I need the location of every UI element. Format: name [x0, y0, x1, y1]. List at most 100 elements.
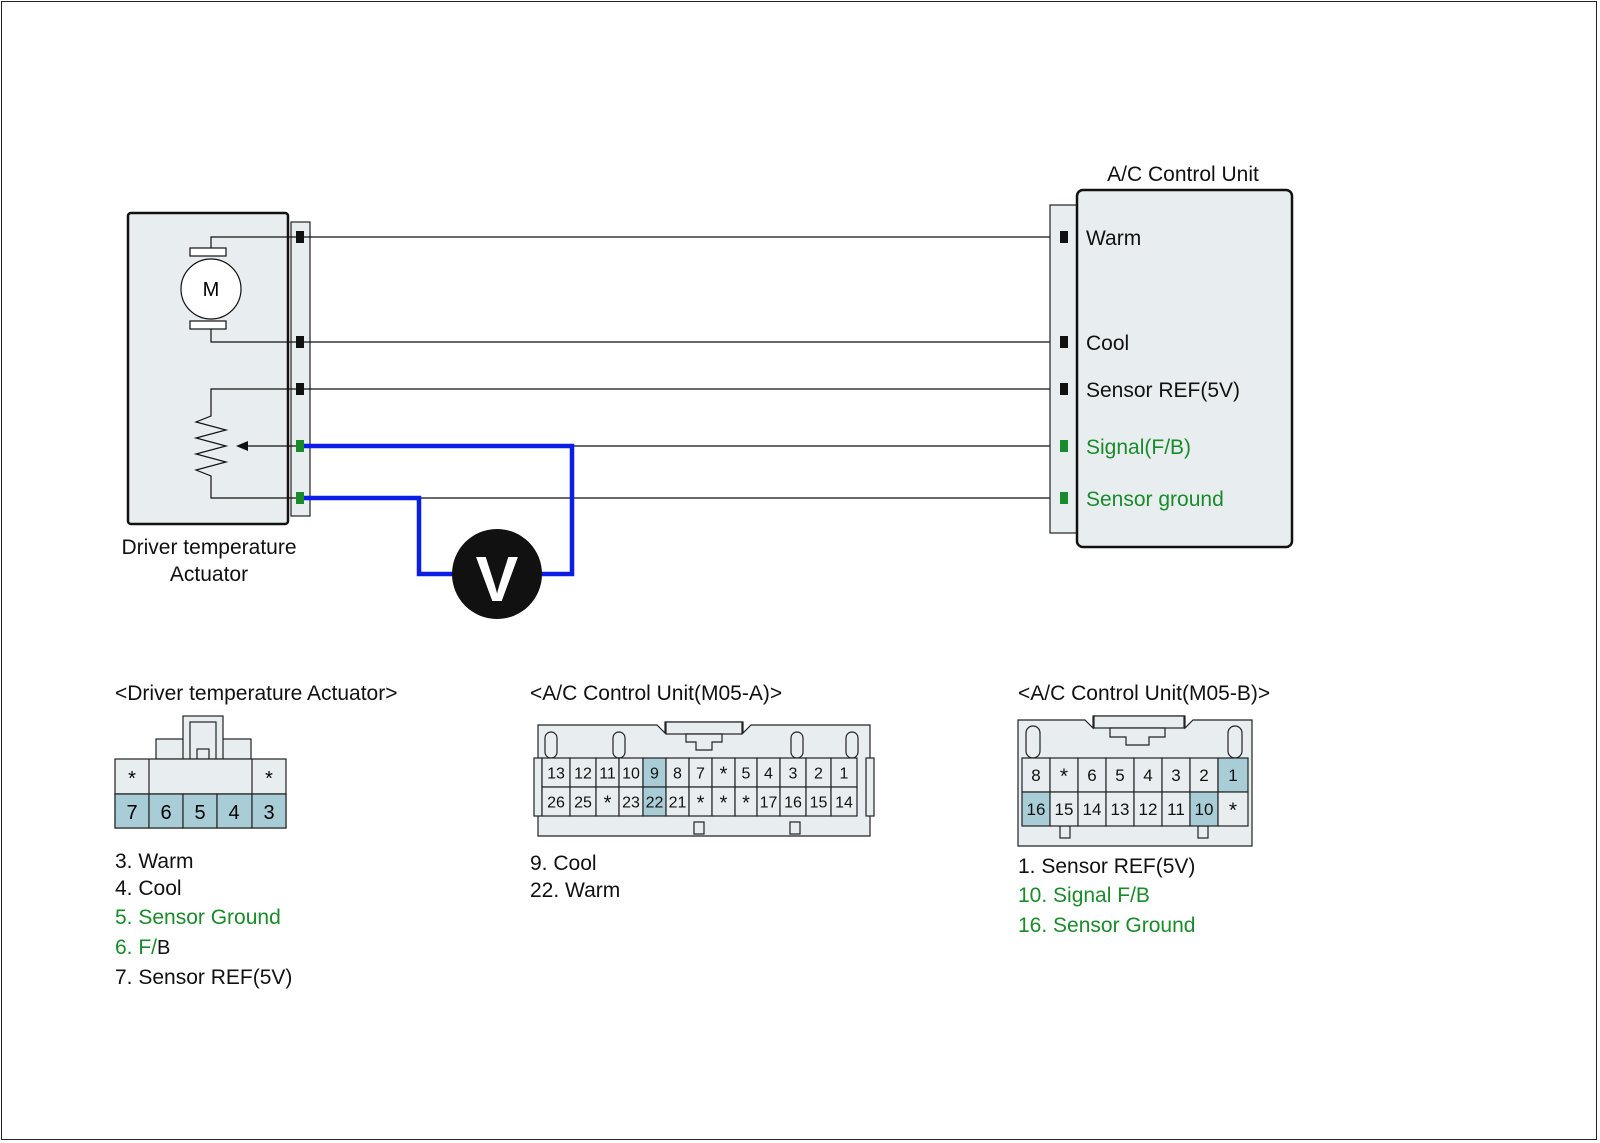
m05b-pin-cell	[1161, 791, 1191, 827]
m05a-legend-22: 22. Warm	[530, 879, 620, 902]
voltmeter-symbol: V	[476, 543, 519, 615]
meter-lead-positive	[304, 443, 575, 577]
m05a-pin-cell	[618, 786, 644, 817]
act-pin-6: 6	[160, 802, 171, 824]
m05b-pin-cell	[1105, 791, 1135, 827]
m05a-pin-7: 7	[696, 766, 705, 783]
m05b-pin-cell	[1021, 791, 1051, 827]
m05b-pin-2: 2	[1199, 766, 1208, 785]
m05a-pin-cell	[830, 786, 858, 817]
connector-m05a-title: <A/C Control Unit(M05-A)>	[530, 682, 782, 705]
harness	[304, 236, 1061, 499]
m05a-pin-8: 8	[673, 766, 682, 783]
motor-symbol: M	[203, 279, 220, 301]
m05a-pin-star: *	[742, 793, 750, 815]
ecu-pin-ground	[1060, 492, 1068, 504]
m05b-pin-12: 12	[1139, 800, 1158, 819]
m05a-pin-star: *	[604, 793, 612, 815]
m05a-pin-1: 1	[840, 766, 849, 783]
connector-m05b-title: <A/C Control Unit(M05-B)>	[1018, 682, 1270, 705]
m05a-pin-3: 3	[789, 766, 798, 783]
m05a-pin-25: 25	[574, 795, 592, 812]
ecu-pin-warm	[1060, 231, 1068, 243]
m05a-pin-21: 21	[669, 795, 687, 812]
voltmeter-icon	[452, 529, 542, 619]
act-legend-3: 3. Warm	[115, 850, 194, 873]
m05b-pin-4: 4	[1143, 766, 1152, 785]
actuator-pin-warm	[296, 231, 304, 243]
m05b-pin-1: 1	[1228, 766, 1237, 785]
act-pin-4: 4	[228, 802, 239, 824]
m05b-pin-14: 14	[1083, 800, 1102, 819]
actuator-label-line2: Actuator	[170, 563, 248, 586]
m05a-pin-cell	[830, 757, 858, 788]
ecu-title: A/C Control Unit	[1107, 163, 1259, 186]
m05a-pin-14: 14	[835, 795, 853, 812]
meter-lead-negative	[304, 495, 455, 577]
actuator-pin-ground	[296, 492, 304, 504]
m05a-pin-15: 15	[810, 795, 828, 812]
act-legend-5: 5. Sensor Ground	[115, 906, 281, 929]
m05a-pin-star: *	[720, 793, 728, 815]
m05a-pin-22: 22	[646, 795, 664, 812]
m05b-pin-8: 8	[1031, 766, 1040, 785]
actuator-label-line1: Driver temperature	[121, 536, 296, 559]
m05a-pin-23: 23	[622, 795, 640, 812]
m05a-pin-2: 2	[814, 766, 823, 783]
m05b-pin-3: 3	[1171, 766, 1180, 785]
m05a-pin-10: 10	[622, 766, 640, 783]
m05b-pin-16: 16	[1027, 800, 1046, 819]
m05a-pin-cell	[541, 786, 571, 817]
act-pin-star: *	[265, 768, 273, 790]
m05b-pin-5: 5	[1115, 766, 1124, 785]
m05b-pin-6: 6	[1087, 766, 1096, 785]
actuator-pin-cool	[296, 336, 304, 348]
m05a-pin-star: *	[697, 793, 705, 815]
act-legend-4: 4. Cool	[115, 877, 182, 900]
actuator-connector-strip	[290, 221, 311, 517]
m05b-pin-star: *	[1229, 799, 1237, 822]
m05a-pin-17: 17	[760, 795, 778, 812]
act-legend-6: 6. F/B	[115, 936, 170, 959]
m05b-legend-1: 1. Sensor REF(5V)	[1018, 855, 1195, 878]
ecu-terminal-sensor-ground: Sensor ground	[1086, 488, 1224, 511]
ecu-terminal-warm: Warm	[1086, 227, 1141, 250]
voltmeter: V	[304, 443, 575, 619]
m05a-pin-cell	[805, 786, 832, 817]
m05b-pin-cell	[1021, 757, 1051, 793]
m05b-pin-cell	[1217, 791, 1249, 827]
connector-actuator-title: <Driver temperature Actuator>	[115, 682, 397, 705]
ac-control-unit: A/C Control Unit Warm Cool Sensor REF(5V…	[1049, 163, 1294, 549]
ecu-connector-strip	[1049, 204, 1079, 534]
m05b-pin-11: 11	[1167, 800, 1185, 819]
ecu-terminal-sensor-ref: Sensor REF(5V)	[1086, 379, 1240, 402]
ecu-pin-ref	[1060, 383, 1068, 395]
m05b-pin-15: 15	[1055, 800, 1074, 819]
m05a-pin-5: 5	[742, 766, 751, 783]
m05b-pin-cell	[1077, 791, 1107, 827]
m05b-legend-10: 10. Signal F/B	[1018, 884, 1150, 907]
act-pin-7: 7	[126, 802, 137, 824]
m05b-pin-13: 13	[1111, 800, 1130, 819]
m05b-pin-10: 10	[1195, 800, 1214, 819]
m05a-pin-cell	[618, 757, 644, 788]
motor-icon	[180, 236, 300, 343]
actuator: M Driver temperature Actuator	[121, 211, 311, 586]
ecu-terminal-signal: Signal(F/B)	[1086, 436, 1191, 459]
m05a-pin-16: 16	[784, 795, 802, 812]
m05a-pin-4: 4	[764, 766, 773, 783]
ecu-pin-cool	[1060, 336, 1068, 348]
ecu-terminal-cool: Cool	[1086, 332, 1129, 355]
m05b-pin-star: *	[1060, 765, 1068, 788]
potentiometer-icon	[193, 388, 300, 499]
m05a-legend-9: 9. Cool	[530, 852, 597, 875]
m05a-pin-star: *	[720, 764, 728, 786]
act-pin-5: 5	[194, 802, 205, 824]
act-legend-7: 7. Sensor REF(5V)	[115, 966, 292, 989]
m05b-pin-cell	[1189, 791, 1219, 827]
m05a-pin-cell	[569, 786, 597, 817]
